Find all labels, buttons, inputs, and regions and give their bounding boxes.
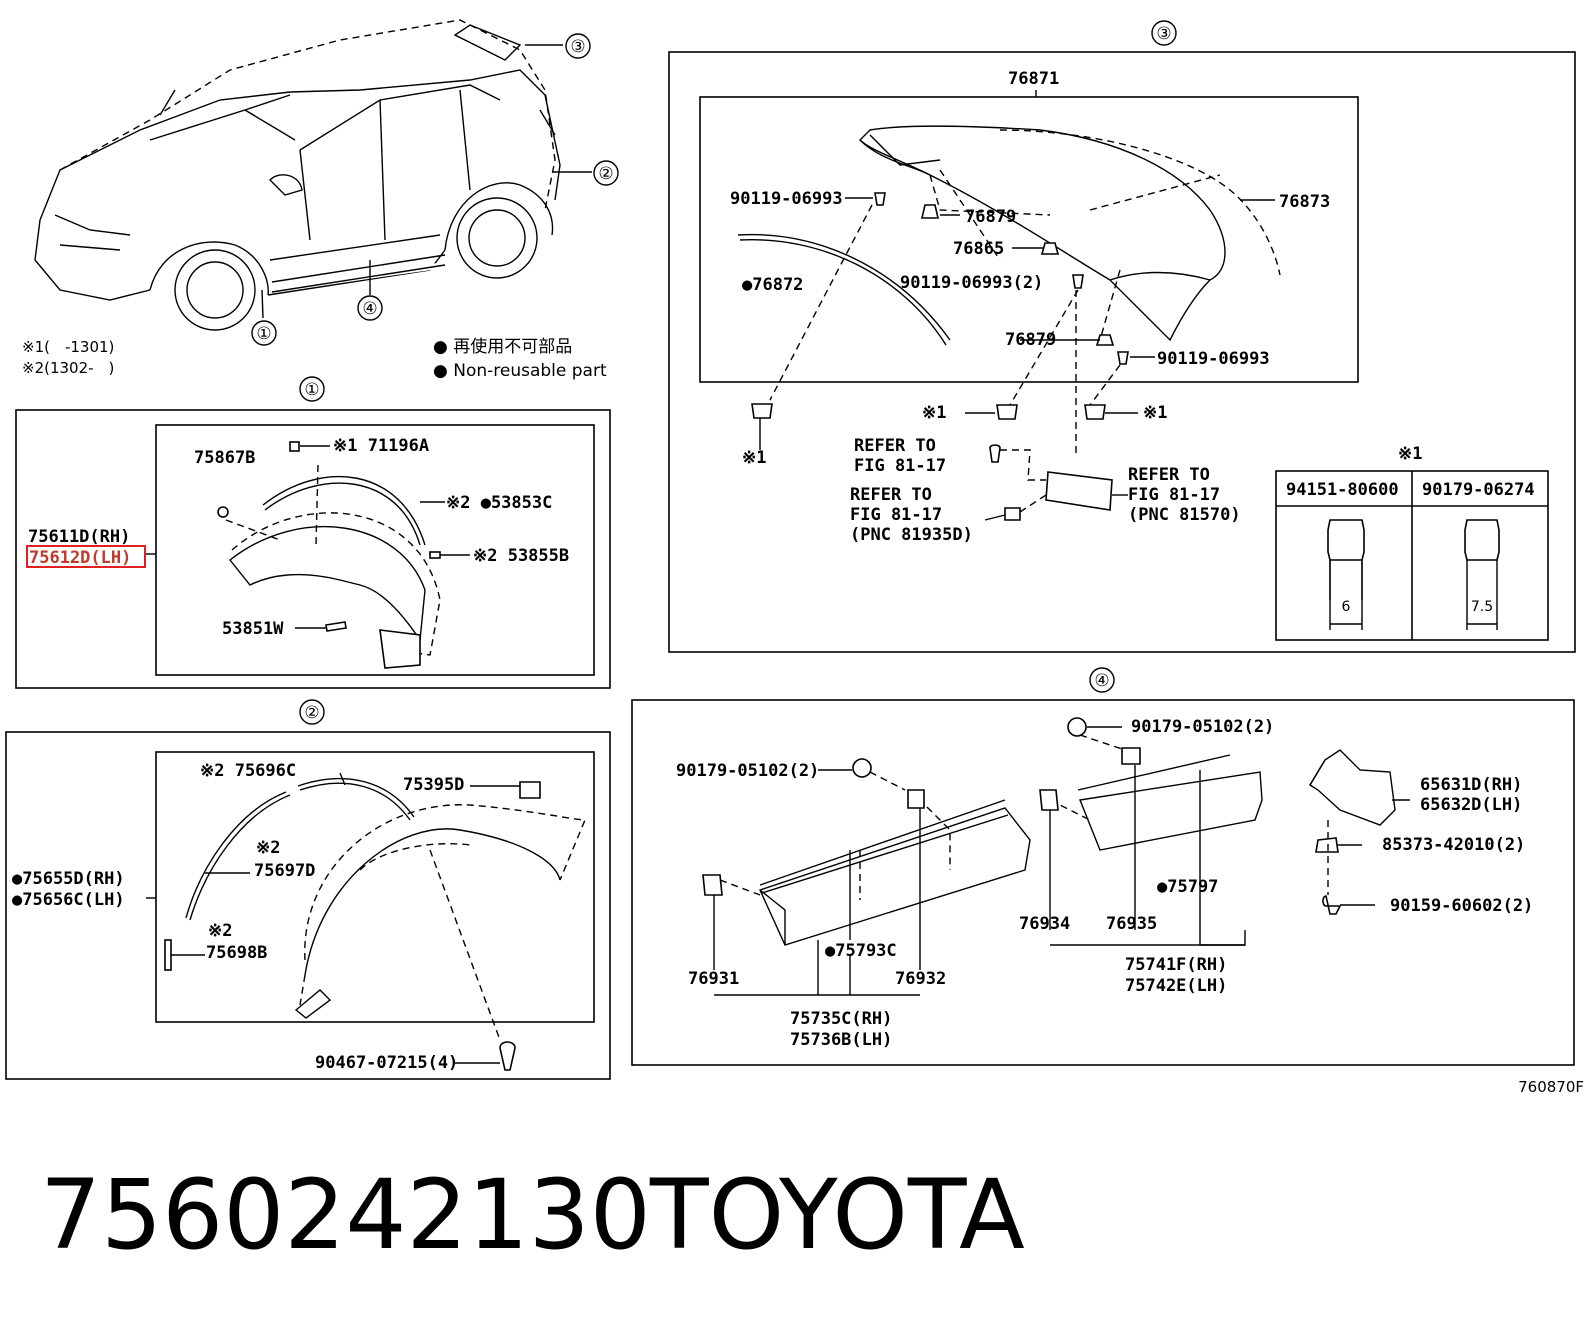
label-75698B: 75698B — [206, 943, 267, 963]
label-75696C: ※2 75696C — [200, 761, 296, 781]
panel-1: ① 75867B ※1 71196A ※2 ●53853C ※2 53855B … — [15, 376, 611, 689]
label-90119-06993-b: 90119-06993(2) — [900, 273, 1043, 293]
brand-name: TOYOTA — [649, 1159, 1025, 1271]
label-refer-3c: (PNC 81570) — [1128, 505, 1241, 525]
label-90179-05102-b: 90179-05102(2) — [676, 761, 819, 781]
label-90179-05102-a: 90179-05102(2) — [1131, 717, 1274, 737]
label-75697D: 75697D — [254, 861, 315, 881]
label-refer-2b: FIG 81-17 — [850, 505, 942, 525]
legend-non-reusable-jp: ● 再使用不可部品 — [433, 336, 572, 357]
label-75697D-note: ※2 — [256, 838, 280, 858]
callout-1: ① — [256, 324, 271, 344]
label-76935: 76935 — [1106, 914, 1157, 934]
callout-4: ④ — [362, 299, 377, 319]
label-75867B: 75867B — [194, 448, 255, 468]
fastener-inset: ※1 94151-80600 90179-06274 6 7.5 — [1275, 444, 1549, 641]
panel-3: ③ — [668, 20, 1576, 653]
label-76872: ●76872 — [742, 275, 803, 295]
label-75656C: ●75656C(LH) — [12, 890, 125, 910]
label-71196A: ※1 71196A — [333, 436, 429, 456]
label-75741F: 75741F(RH) — [1125, 955, 1227, 975]
callout-3: ③ — [570, 37, 585, 57]
label-refer-2a: REFER TO — [850, 485, 932, 505]
label-75797: ●75797 — [1157, 877, 1218, 897]
inset-dim-2: 7.5 — [1471, 599, 1493, 615]
part-number: 7560242130 — [40, 1159, 651, 1271]
label-x1-c: ※1 — [742, 448, 766, 468]
label-76879-a: 76879 — [965, 207, 1016, 227]
panel-4-title: ④ — [1094, 671, 1109, 691]
label-76873: 76873 — [1279, 192, 1330, 212]
panel-2-title: ② — [304, 703, 319, 723]
label-76932: 76932 — [895, 969, 946, 989]
label-53851W: 53851W — [222, 619, 284, 639]
label-x1-b: ※1 — [1143, 403, 1167, 423]
label-refer-3a: REFER TO — [1128, 465, 1210, 485]
label-53853C: ※2 ●53853C — [446, 493, 552, 513]
label-76934: 76934 — [1019, 914, 1070, 934]
label-75735C: 75735C(RH) — [790, 1009, 892, 1029]
legend-note-1: ※1( -1301) — [22, 338, 114, 356]
label-refer-3b: FIG 81-17 — [1128, 485, 1220, 505]
label-75611D: 75611D(RH) — [28, 527, 130, 547]
label-53855B: ※2 53855B — [473, 546, 569, 566]
panel-3-title: ③ — [1156, 24, 1171, 44]
inset-col-1: 94151-80600 — [1286, 480, 1399, 500]
inset-col-2: 90179-06274 — [1422, 480, 1535, 500]
label-refer-1a: REFER TO — [854, 436, 936, 456]
inset-title: ※1 — [1398, 444, 1422, 464]
car-overview: ③ ② ④ ① — [34, 19, 619, 346]
label-65631D: 65631D(RH) — [1420, 775, 1522, 795]
label-85373-42010: 85373-42010(2) — [1382, 835, 1525, 855]
label-75612D-highlighted: 75612D(LH) — [29, 548, 131, 568]
label-90467-07215: 90467-07215(4) — [315, 1053, 458, 1073]
inset-dim-1: 6 — [1342, 599, 1351, 615]
label-75742E: 75742E(LH) — [1125, 976, 1227, 996]
label-76871: 76871 — [1008, 69, 1059, 89]
label-90119-06993-a: 90119-06993 — [730, 189, 843, 209]
label-75395D: 75395D — [403, 775, 464, 795]
label-75793C: ●75793C — [825, 941, 897, 961]
legend: ※1( -1301) ※2(1302- ) ● 再使用不可部品 ● Non-re… — [22, 336, 607, 381]
label-90119-06993-c: 90119-06993 — [1157, 349, 1270, 369]
label-65632D: 65632D(LH) — [1420, 795, 1522, 815]
panel-2: ② ※2 75696C 75395D ※2 75697D ※2 75698B ●… — [5, 699, 611, 1080]
highlight-box — [26, 545, 146, 568]
label-75698B-note: ※2 — [208, 921, 232, 941]
panel-1-title: ① — [304, 380, 319, 400]
label-90159-60602: 90159-60602(2) — [1390, 896, 1533, 916]
legend-non-reusable-en: ● Non-reusable part — [433, 361, 607, 381]
legend-note-2: ※2(1302- ) — [22, 359, 114, 377]
label-refer-1b: FIG 81-17 — [854, 456, 946, 476]
label-75736B: 75736B(LH) — [790, 1030, 892, 1050]
label-76879-b: 76879 — [1005, 330, 1056, 350]
callout-2: ② — [598, 164, 613, 184]
panel-4: ④ — [631, 667, 1575, 1066]
label-refer-2c: (PNC 81935D) — [850, 525, 973, 545]
label-76931: 76931 — [688, 969, 739, 989]
label-75655D: ●75655D(RH) — [12, 869, 125, 889]
label-x1-a: ※1 — [922, 403, 946, 423]
label-76865: 76865 — [953, 239, 1004, 259]
figure-code: 760870F — [1518, 1078, 1584, 1096]
